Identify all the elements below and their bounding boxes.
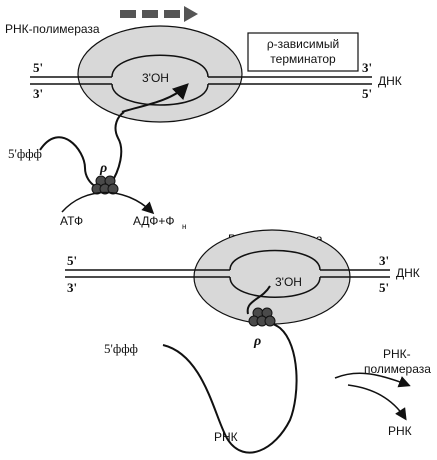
terminator-label-line2: терминатор — [270, 52, 336, 66]
bottom-strand-5-right: 5' — [379, 280, 389, 295]
bottom-transcription-bubble-upper — [229, 249, 321, 271]
top-rho-factor — [91, 175, 119, 195]
rna-label: РНК — [214, 430, 238, 444]
bottom-rho-factor — [248, 307, 276, 327]
top-dna-duplex — [30, 76, 372, 85]
terminator-label-line1: ρ-зависимый — [267, 37, 339, 51]
adp-subscript: н — [182, 222, 186, 231]
bottom-rna-3prime-end — [246, 285, 271, 315]
released-polymerase-label-line1: РНК- — [383, 347, 411, 361]
released-rna-label: РНК — [388, 424, 412, 438]
top-rna-5prime-label: 5'ффф — [8, 146, 42, 161]
top-strand-5-right: 5' — [362, 86, 372, 101]
top-3oh-label: 3'OH — [142, 71, 169, 85]
bottom-dna-label: ДНК — [396, 266, 420, 280]
bottom-dna-duplex — [65, 269, 390, 278]
atp-hydrolysis-arrow — [61, 191, 155, 215]
bottom-rho-label: ρ — [253, 334, 261, 349]
bottom-rna-strand — [162, 317, 298, 454]
released-rna-arrow — [347, 384, 407, 421]
top-nascent-rna-arrow — [121, 83, 189, 113]
top-strand-3-right: 3' — [362, 60, 372, 75]
released-polymerase-arrow — [334, 372, 411, 388]
top-rna-polymerase — [77, 25, 243, 123]
atp-label: АТФ — [60, 214, 83, 228]
top-dna-label: ДНК — [378, 74, 402, 88]
bottom-3oh-label: 3'OH — [275, 275, 302, 289]
bottom-strand-3-left: 3' — [67, 280, 77, 295]
top-transcription-bubble-upper — [111, 54, 209, 78]
top-transcription-bubble-lower — [111, 83, 209, 106]
direction-arrow — [120, 6, 198, 22]
top-strand-5-left: 5' — [33, 60, 43, 75]
terminator-box — [247, 32, 359, 72]
released-polymerase-label-line2: полимераза — [364, 362, 431, 376]
top-rho-label: ρ — [99, 161, 107, 176]
top-polymerase-label: РНК-полимераза — [5, 22, 100, 36]
bottom-transcription-bubble-lower — [229, 276, 321, 298]
bottom-strand-3-right: 3' — [379, 253, 389, 268]
top-strand-3-left: 3' — [33, 86, 43, 101]
bottom-rna-5prime-label: 5'ффф — [104, 341, 138, 356]
adp-label: АДФ+Ф — [133, 214, 175, 228]
bottom-strand-5-left: 5' — [67, 253, 77, 268]
